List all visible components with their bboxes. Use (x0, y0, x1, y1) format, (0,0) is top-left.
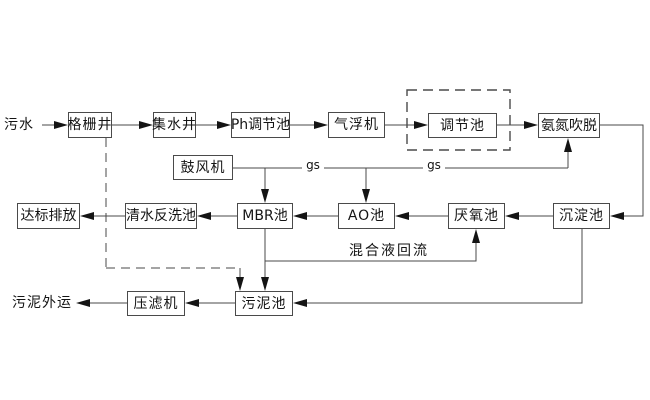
arrow-into-collection (139, 121, 153, 129)
node-regulating-tank: 调节池 (428, 113, 497, 138)
sludge-disposal-label: 污泥外运 (12, 295, 72, 311)
edge-sedimentation-to-sludgetank (305, 229, 583, 304)
arrow-into-ao (395, 212, 409, 220)
arrow-into-ph (217, 121, 231, 129)
arrow-into-discharge (80, 212, 94, 220)
node-filter-press: 压滤机 (127, 291, 185, 316)
arrow-bypass-into-sludgetank (236, 277, 244, 291)
arrow-sed-into-sludgetank (293, 299, 307, 307)
node-blower: 鼓风机 (173, 155, 233, 180)
gas-supply-label-2: gs (423, 157, 445, 173)
mixed-liquor-return-label: 混合液回流 (349, 243, 429, 259)
regulating-tank-dashed-frame (406, 89, 511, 151)
arrow-into-filterpress (185, 299, 199, 307)
node-collection-well: 集水井 (152, 112, 196, 138)
node-sludge-tank: 污泥池 (235, 291, 293, 316)
arrow-into-ammonia (524, 121, 538, 129)
arrow-into-barscreen (54, 121, 68, 129)
arrow-return-into-anaerobic (472, 229, 480, 243)
node-mbr-tank: MBR池 (237, 203, 293, 229)
node-discharge: 达标排放 (17, 203, 80, 229)
node-sedimentation-tank: 沉淀池 (553, 203, 610, 229)
arrow-gas-into-ammonia (564, 138, 572, 152)
node-ammonia-stripping: 氨氮吹脱 (538, 113, 600, 138)
arrow-into-mbr (293, 212, 307, 220)
wastewater-inlet-label: 污水 (4, 117, 34, 133)
arrow-gas-into-ao (362, 189, 370, 203)
arrow-into-backwash (197, 212, 211, 220)
arrow-into-flotation (314, 121, 328, 129)
arrow-gas-into-mbr (261, 189, 269, 203)
edge-ammonia-to-sedimentation (600, 124, 644, 217)
arrow-into-regulating (414, 121, 428, 129)
node-ao-tank: AO池 (338, 203, 395, 229)
node-bar-screen-well: 格栅井 (68, 112, 112, 138)
arrow-into-sedimentation (610, 212, 624, 220)
node-backwash-tank: 清水反洗池 (125, 203, 197, 229)
arrow-into-anaerobic (505, 212, 519, 220)
arrow-into-disposal (76, 299, 90, 307)
edge-mixed-liquor-return (265, 241, 477, 262)
node-air-flotation: 气浮机 (328, 112, 385, 138)
arrow-mbr-into-sludgetank (261, 277, 269, 291)
node-anaerobic-tank: 厌氧池 (448, 203, 505, 229)
node-ph-adjust-tank: Ph调节池 (231, 112, 290, 138)
gas-supply-label-1: gs (302, 157, 324, 173)
